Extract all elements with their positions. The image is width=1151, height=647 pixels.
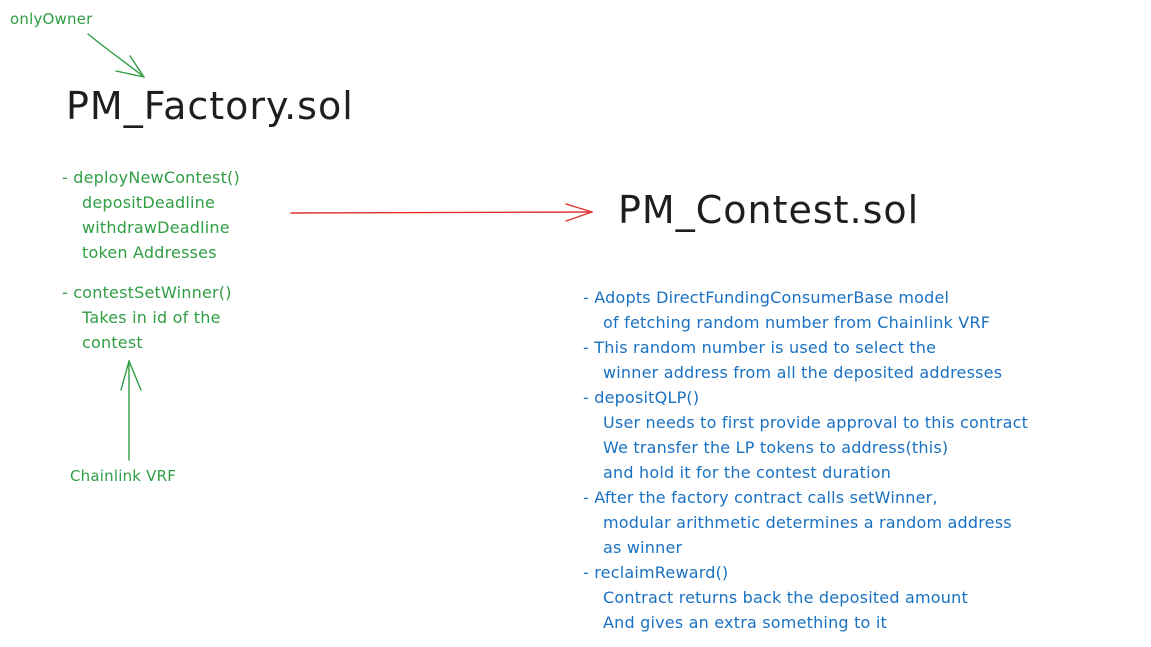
note-line: And gives an extra something to it xyxy=(603,613,887,632)
factory-to-contest-arrow xyxy=(290,203,593,222)
note-line: token Addresses xyxy=(82,243,217,262)
note-line: - depositQLP() xyxy=(583,388,700,407)
chainlink-vrf-label: Chainlink VRF xyxy=(70,467,177,485)
note-line: Takes in id of the xyxy=(82,308,221,327)
factory-title: PM_Factory.sol xyxy=(66,84,354,128)
factory-notes-set-winner: - contestSetWinner() Takes in id of the co… xyxy=(62,280,232,355)
note-line: of fetching random number from Chainlink… xyxy=(603,313,991,332)
only-owner-arrow xyxy=(87,33,145,78)
note-line: depositDeadline xyxy=(82,193,215,212)
note-line: - After the factory contract calls setWi… xyxy=(583,488,938,507)
note-line: Contract returns back the deposited amou… xyxy=(603,588,968,607)
note-line: winner address from all the deposited ad… xyxy=(603,363,1003,382)
note-line: and hold it for the contest duration xyxy=(603,463,892,482)
note-line: - reclaimReward() xyxy=(583,563,729,582)
note-line: - contestSetWinner() xyxy=(62,283,232,302)
note-line: User needs to first provide approval to … xyxy=(603,413,1029,432)
note-line: - This random number is used to select t… xyxy=(583,338,937,357)
note-line: - Adopts DirectFundingConsumerBase model xyxy=(583,288,950,307)
note-line: - deployNewContest() xyxy=(62,168,240,187)
note-line: We transfer the LP tokens to address(thi… xyxy=(603,438,949,457)
note-line: contest xyxy=(82,333,143,352)
note-line: as winner xyxy=(603,538,683,557)
contest-title: PM_Contest.sol xyxy=(618,188,920,232)
only-owner-label: onlyOwner xyxy=(10,10,93,28)
chainlink-vrf-arrow xyxy=(120,360,142,461)
note-line: modular arithmetic determines a random a… xyxy=(603,513,1012,532)
factory-notes-deploy: - deployNewContest() depositDeadline withd… xyxy=(62,165,240,265)
contest-notes: - Adopts DirectFundingConsumerBase model… xyxy=(583,285,1028,635)
note-line: withdrawDeadline xyxy=(82,218,230,237)
